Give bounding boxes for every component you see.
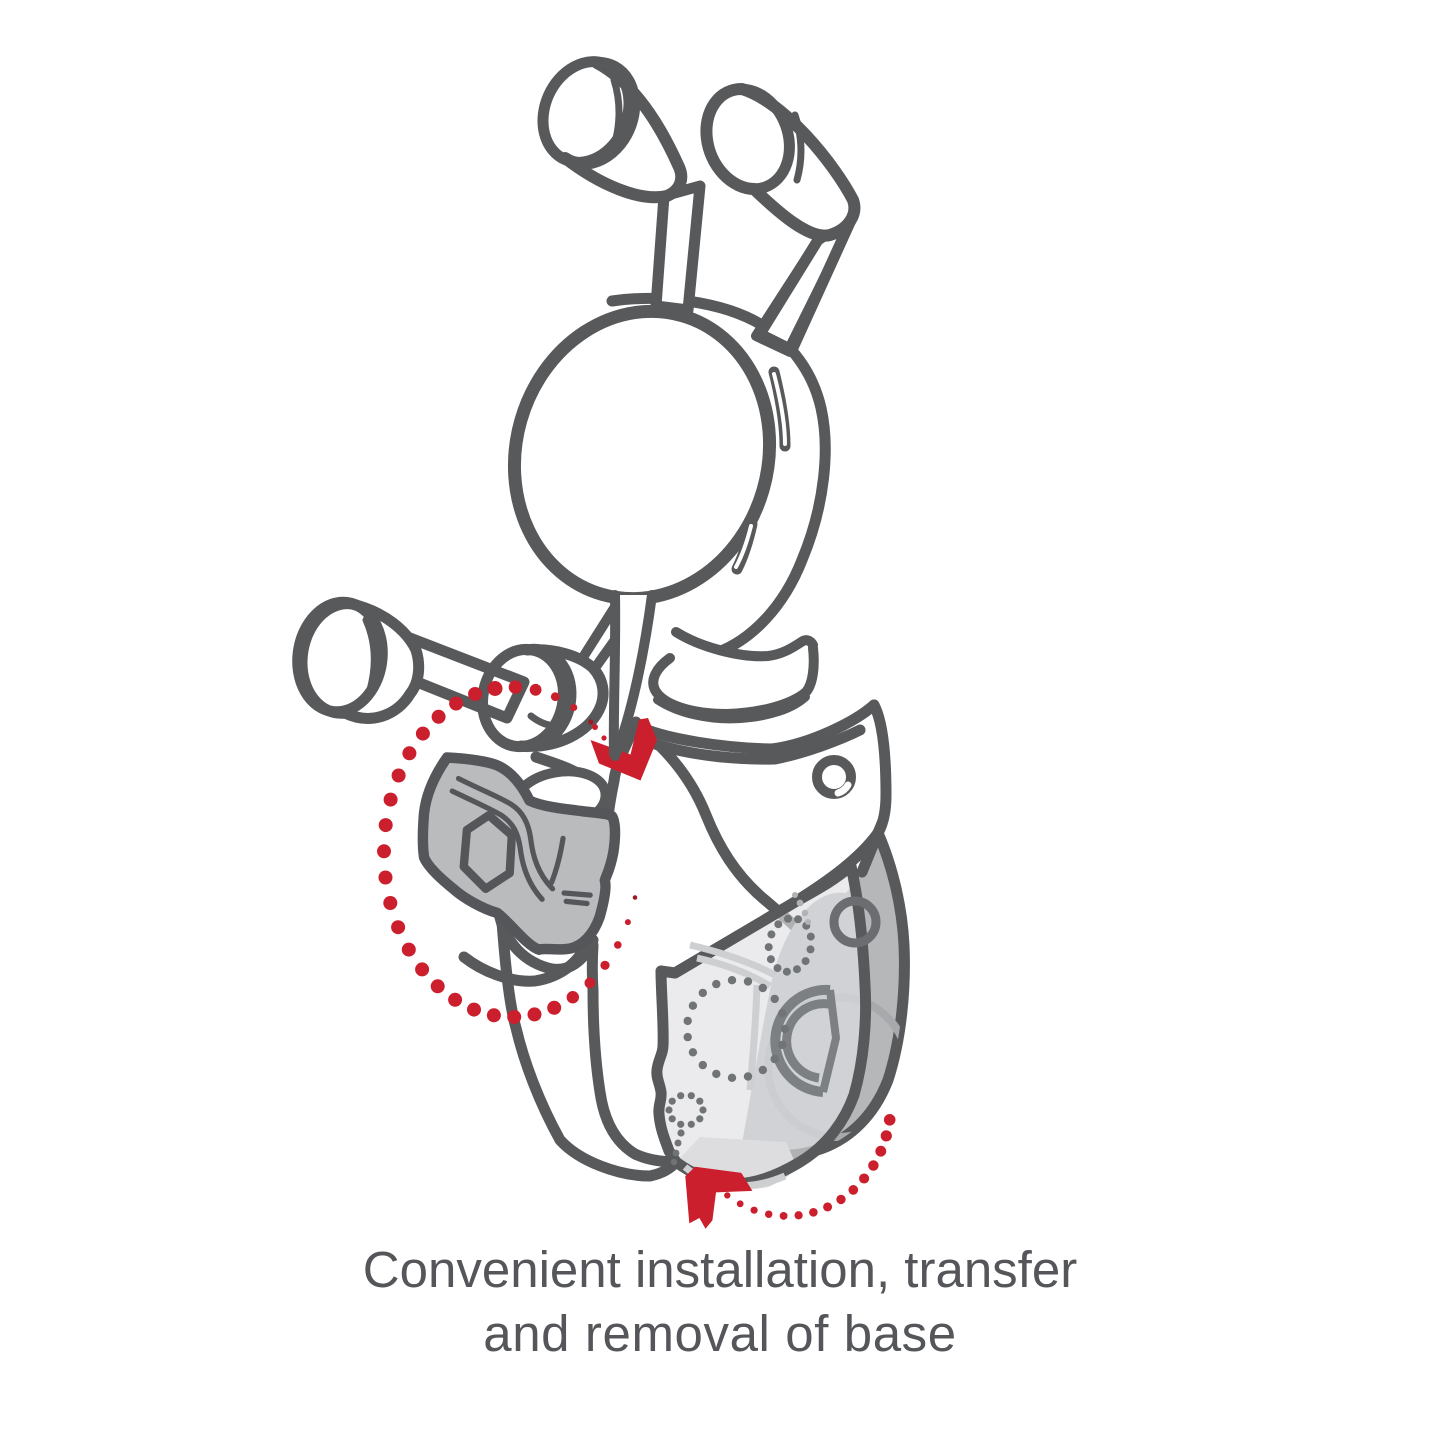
svg-text:and removal of base: and removal of base [483,1305,957,1362]
svg-text:Convenient installation, trans: Convenient installation, transfer [363,1241,1077,1298]
